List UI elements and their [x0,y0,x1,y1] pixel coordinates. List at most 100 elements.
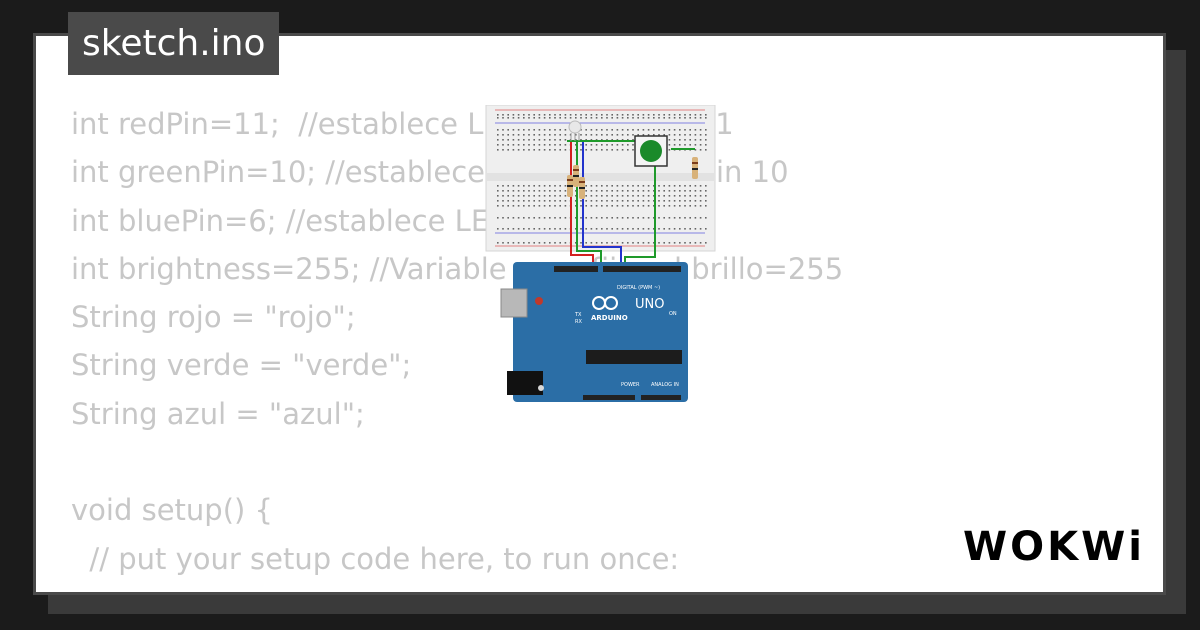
breadboard-hole [684,190,686,192]
breadboard-hole [663,185,665,187]
breadboard-hole [611,228,613,230]
breadboard-hole [517,185,520,187]
breadboard-hole [575,217,577,219]
breadboard-hole [705,217,707,219]
breadboard-hole [554,134,556,136]
breadboard-hole [647,242,650,244]
breadboard-hole [590,185,593,187]
breadboard-hole [523,242,525,244]
breadboard-hole [637,117,639,119]
breadboard-hole [647,217,650,219]
breadboard-hole [523,139,525,141]
breadboard-hole [533,149,535,151]
breadboard-hole [689,228,691,230]
breadboard-hole [554,242,556,244]
breadboard-hole [559,185,561,187]
breadboard-hole [554,190,556,192]
breadboard-hole [538,114,541,116]
breadboard-hole [694,185,697,187]
breadboard-hole [679,114,681,116]
breadboard-hole [632,185,634,187]
breadboard-hole [523,117,525,119]
breadboard-hole [668,114,671,116]
breadboard-hole [627,144,629,146]
breadboard-hole [668,144,671,146]
breadboard-hole [668,139,671,141]
breadboard-hole [512,134,515,136]
breadboard-hole [564,205,567,207]
breadboard-hole [497,195,499,197]
breadboard-hole [564,242,567,244]
breadboard-hole [658,134,660,136]
breadboard-hole [616,134,619,136]
breadboard-hole [564,114,567,116]
breadboard-hole [663,129,665,131]
breadboard-hole [632,117,634,119]
breadboard-hole [507,217,509,219]
breadboard-hole [653,205,655,207]
digital-label: DIGITAL (PWM ~) [617,285,660,291]
breadboard-hole [684,114,686,116]
breadboard-hole [554,195,556,197]
breadboard-hole [606,114,608,116]
breadboard-hole [595,200,598,202]
breadboard-hole [627,228,629,230]
breadboard-hole [517,217,520,219]
breadboard-hole [533,114,535,116]
breadboard-hole [528,129,530,131]
breadboard-hole [502,129,504,131]
breadboard-hole [673,200,676,202]
breadboard-hole [502,149,504,151]
breadboard-hole [580,217,582,219]
breadboard-hole [637,200,639,202]
push-button [634,135,668,167]
breadboard-hole [642,205,645,207]
breadboard-hole [694,134,697,136]
breadboard-hole [621,149,624,151]
breadboard-hole [523,190,525,192]
breadboard-hole [533,228,535,230]
breadboard-hole [601,144,603,146]
breadboard-hole [689,139,691,141]
breadboard-hole [668,228,671,230]
breadboard-hole [611,242,613,244]
breadboard-hole [627,200,629,202]
breadboard-hole [611,117,613,119]
breadboard-hole [502,134,504,136]
breadboard-hole [647,185,650,187]
breadboard-hole [668,134,671,136]
breadboard-hole [559,129,561,131]
rgb-led [568,120,582,141]
breadboard-hole [653,228,655,230]
breadboard-hole [497,149,499,151]
breadboard-hole [590,205,593,207]
breadboard-hole [616,242,619,244]
breadboard-hole [533,200,535,202]
breadboard-hole [653,217,655,219]
breadboard-hole [590,149,593,151]
breadboard-hole [694,117,697,119]
breadboard-hole [543,129,546,131]
breadboard-hole [538,117,541,119]
breadboard-hole [575,114,577,116]
breadboard-hole [694,242,697,244]
breadboard-hole [668,217,671,219]
code-line: int brightness=255; //Variable para fija… [71,251,844,286]
breadboard-hole [647,195,650,197]
breadboard-hole [616,129,619,131]
breadboard-hole [601,195,603,197]
breadboard-hole [616,114,619,116]
wire-red [570,141,594,265]
breadboard-hole [559,139,561,141]
breadboard-hole [559,242,561,244]
breadboard-hole [606,217,608,219]
breadboard-hole [699,217,702,219]
breadboard-hole [606,200,608,202]
breadboard-hole [517,190,520,192]
breadboard-hole [684,185,686,187]
breadboard-hole [502,217,504,219]
breadboard-hole [699,114,702,116]
breadboard-hole [580,205,582,207]
breadboard-hole [549,117,551,119]
breadboard-hole [543,139,546,141]
